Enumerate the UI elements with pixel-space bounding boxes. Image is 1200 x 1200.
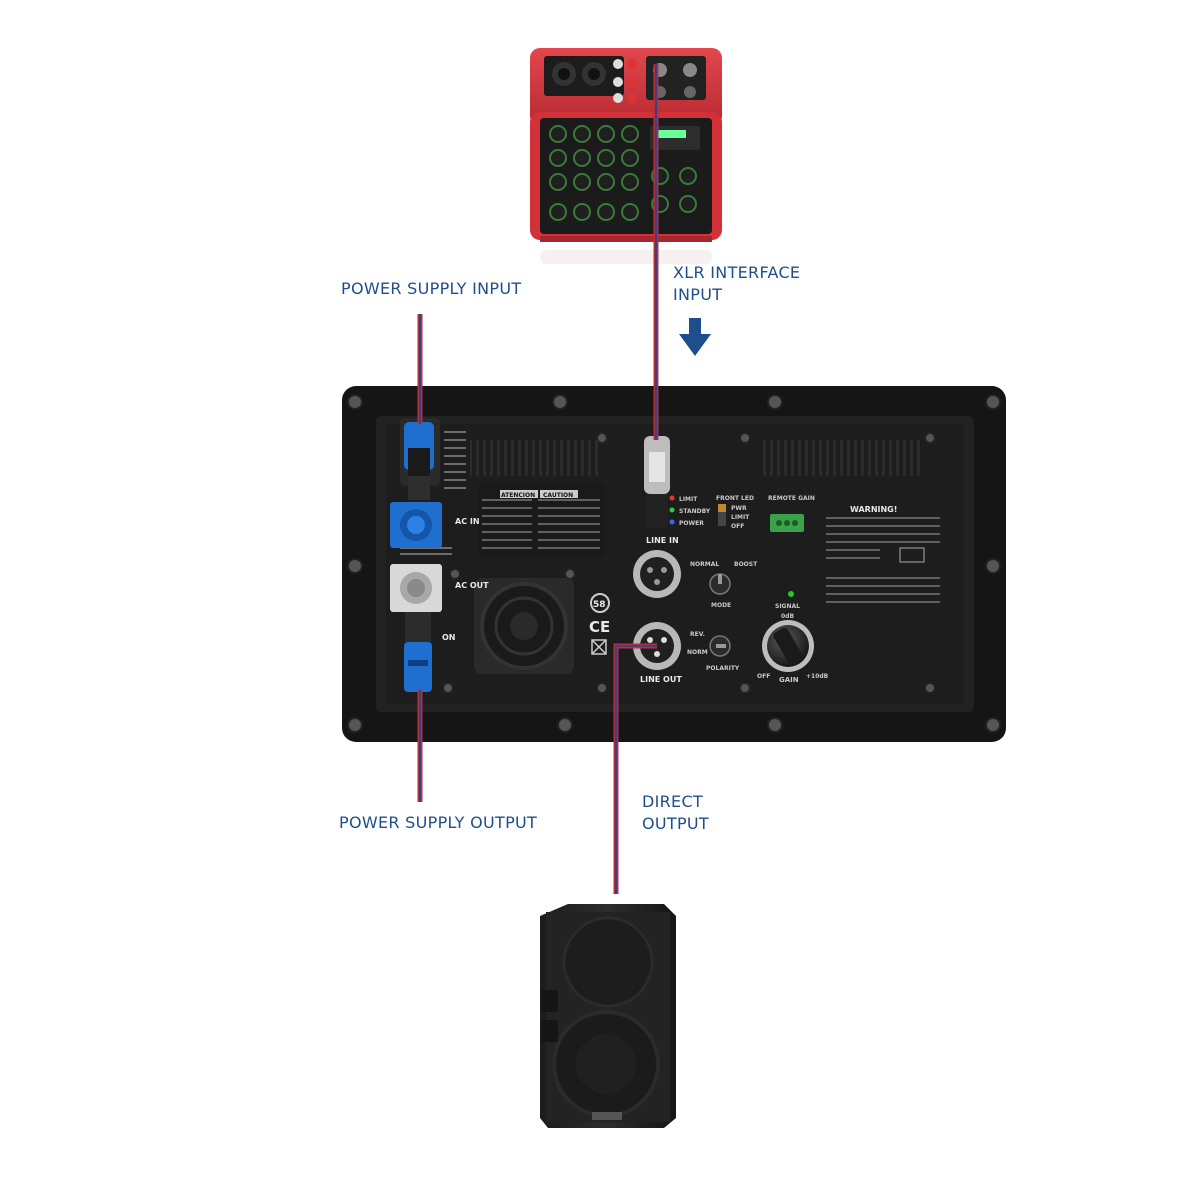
ac-in-label: AC IN xyxy=(455,517,480,526)
ac-out-label: AC OUT xyxy=(455,581,489,590)
line-out-label: LINE OUT xyxy=(640,675,682,684)
signal-label: SIGNAL xyxy=(775,603,800,610)
warning-label: WARNING! xyxy=(850,505,897,514)
limit-label: LIMIT xyxy=(679,496,698,503)
cert-mark: 58 xyxy=(593,600,606,610)
power-label: POWER xyxy=(679,520,704,527)
normal-label: NORMAL xyxy=(690,561,719,568)
gain-off-label: OFF xyxy=(757,673,770,680)
xlr-interface-label-line1: XLR INTERFACE xyxy=(673,263,801,282)
speaker-cabinet xyxy=(540,904,676,1128)
norm-label: NORM xyxy=(687,649,708,656)
odb-label: 0dB xyxy=(781,613,794,620)
direct-output-label-line1: DIRECT xyxy=(642,792,704,811)
mode-label: MODE xyxy=(711,602,731,609)
attention-label: ATENCION xyxy=(501,492,535,499)
standby-label: STANDBY xyxy=(679,508,711,515)
gain-plus-label: +10dB xyxy=(806,673,829,680)
boost-label: BOOST xyxy=(734,561,758,568)
amplifier-panel: ATENCION CAUTION WARNING! 58 CE xyxy=(342,386,1006,742)
power-supply-input-label: POWER SUPPLY INPUT xyxy=(341,279,522,298)
front-led-label: FRONT LED xyxy=(716,495,754,502)
gain-label: GAIN xyxy=(779,676,799,684)
power-supply-output-label: POWER SUPPLY OUTPUT xyxy=(339,813,538,832)
off-label: OFF xyxy=(731,523,744,530)
direct-output-label-line2: OUTPUT xyxy=(642,814,710,833)
pwr-label: PWR xyxy=(731,505,747,512)
direct-output-cable xyxy=(613,643,657,894)
audio-mixer xyxy=(530,48,722,264)
on-label: ON xyxy=(442,633,456,642)
line-in-label: LINE IN xyxy=(646,536,679,545)
caution-label: CAUTION xyxy=(543,492,573,499)
down-arrow-icon xyxy=(679,318,711,356)
remote-gain-label: REMOTE GAIN xyxy=(768,495,815,502)
xlr-interface-label-line2: INPUT xyxy=(673,285,723,304)
limit2-label: LIMIT xyxy=(731,514,750,521)
rev-label: REV. xyxy=(690,631,705,638)
ce-mark: CE xyxy=(589,618,610,636)
polarity-label: POLARITY xyxy=(706,665,740,672)
